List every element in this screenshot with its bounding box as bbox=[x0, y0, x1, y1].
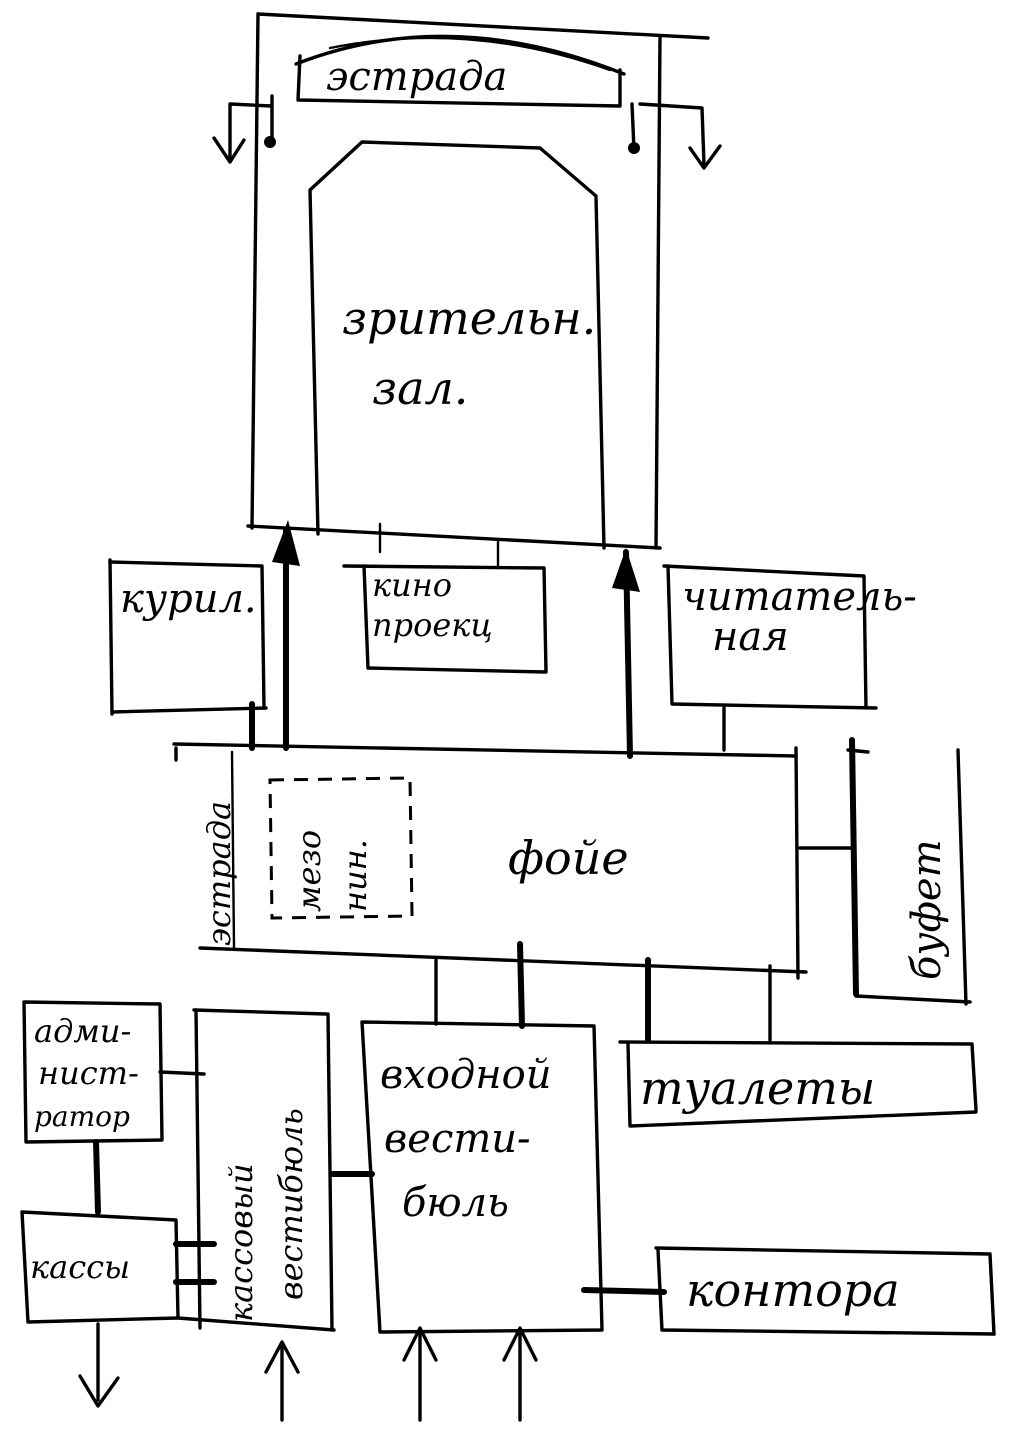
cashiers-room: кассы bbox=[20, 1210, 217, 1408]
auditorium: зрительн. зал. bbox=[308, 140, 606, 550]
projection-room-label-line2: проекц bbox=[372, 606, 493, 644]
cashier-lobby: кассовый вестибюль bbox=[176, 1008, 375, 1422]
mezzanine-label-line2: нин. bbox=[336, 839, 374, 912]
arrow-foyer-to-hall-right bbox=[612, 548, 640, 759]
buffet: буфет bbox=[798, 737, 972, 1006]
auditorium-label-line1: зрительн. bbox=[342, 291, 596, 345]
top-stage: эстрада bbox=[294, 34, 626, 108]
foyer: фойе bbox=[172, 742, 808, 980]
top-stage-label: эстрада bbox=[326, 54, 507, 100]
cashier-lobby-label-line2: вестибюль bbox=[272, 1108, 310, 1300]
mezzanine-label-line1: мезо bbox=[290, 830, 328, 912]
foyer-label: фойе bbox=[508, 831, 629, 885]
toilets-label: туалеты bbox=[640, 1061, 875, 1115]
administrator-label-line3: ратор bbox=[34, 1100, 130, 1133]
projection-room-label-line1: кино bbox=[372, 566, 452, 604]
toilets-room: туалеты bbox=[618, 957, 978, 1128]
entrance-lobby-label-line2: вести- bbox=[384, 1116, 531, 1162]
cashier-lobby-label-line1: кассовый bbox=[222, 1163, 260, 1322]
stage-exit-left bbox=[212, 94, 276, 164]
administrator-label-line2: нист- bbox=[38, 1054, 139, 1092]
stage-exit-right bbox=[628, 102, 722, 170]
administrator-room: адми- нист- ратор bbox=[22, 1000, 206, 1215]
smoking-room-label: курил. bbox=[120, 576, 257, 622]
reading-room-label-line1: читатель- bbox=[682, 574, 917, 620]
buffet-label: буфет bbox=[904, 839, 950, 980]
office-room: контора bbox=[654, 1246, 996, 1336]
mezzanine: мезо нин. bbox=[268, 776, 414, 920]
entrance-lobby-label-line3: бюль bbox=[402, 1180, 509, 1226]
foyer-stage: эстрада bbox=[200, 801, 238, 946]
foyer-stage-label: эстрада bbox=[200, 801, 238, 946]
cashiers-label: кассы bbox=[30, 1248, 130, 1286]
projection-room: кино проекц bbox=[342, 522, 548, 674]
reading-room-label-line2: ная bbox=[712, 614, 789, 660]
office-label: контора bbox=[686, 1263, 900, 1317]
reading-room: читатель- ная bbox=[662, 564, 917, 752]
auditorium-label-line2: зал. bbox=[372, 361, 468, 415]
arrow-foyer-to-hall-left bbox=[272, 520, 300, 751]
administrator-label-line1: адми- bbox=[34, 1012, 131, 1050]
entrance-lobby-label-line1: входной bbox=[380, 1052, 551, 1098]
smoking-room: курил. bbox=[108, 558, 268, 716]
entrance-lobby: входной вести- бюль bbox=[360, 941, 667, 1422]
